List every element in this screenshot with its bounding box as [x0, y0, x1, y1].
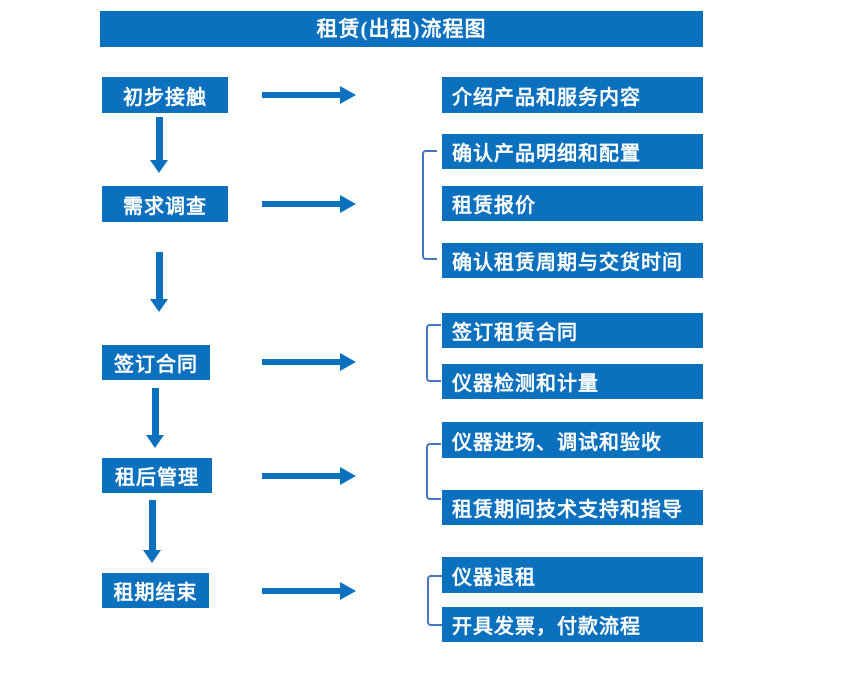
output-instrument-arrival: 仪器进场、调试和验收 [442, 422, 703, 458]
arrow-right-head-icon [340, 195, 356, 213]
arrow-right-icon [262, 201, 340, 207]
arrow-right-head-icon [340, 86, 356, 104]
stage-initial-contact: 初步接触 [102, 77, 228, 113]
output-introduce-products: 介绍产品和服务内容 [442, 77, 703, 113]
arrow-down-icon [156, 252, 163, 299]
arrow-down-icon [156, 117, 163, 160]
arrow-right-icon [262, 359, 340, 365]
output-technical-support: 租赁期间技术支持和指导 [442, 490, 703, 525]
arrow-right-head-icon [340, 582, 356, 600]
arrow-right-head-icon [340, 353, 356, 371]
bracket-connector-demand-survey [422, 150, 437, 260]
stage-post-rental-management: 租后管理 [102, 458, 212, 493]
stage-sign-contract: 签订合同 [102, 345, 210, 380]
arrow-down-head-icon [150, 299, 168, 312]
bracket-connector-post-rental [426, 443, 441, 500]
arrow-right-icon [262, 473, 340, 479]
bracket-connector-rental-end [427, 575, 442, 626]
flowchart-title: 租赁(出租)流程图 [100, 11, 703, 47]
arrow-down-head-icon [146, 435, 164, 448]
arrow-down-icon [149, 500, 156, 550]
output-confirm-rental-period: 确认租赁周期与交货时间 [442, 243, 703, 278]
output-instrument-return: 仪器退租 [442, 557, 703, 593]
arrow-down-head-icon [150, 160, 168, 173]
output-invoice-payment: 开具发票，付款流程 [442, 607, 703, 642]
output-sign-rental-contract: 签订租赁合同 [442, 313, 703, 348]
arrow-right-icon [262, 588, 340, 594]
arrow-down-head-icon [143, 550, 161, 563]
bracket-connector-sign-contract [426, 324, 441, 382]
output-rental-quotation: 租赁报价 [442, 186, 703, 221]
output-instrument-inspection: 仪器检测和计量 [442, 364, 703, 399]
arrow-down-icon [152, 388, 159, 435]
output-confirm-product-details: 确认产品明细和配置 [442, 134, 703, 169]
stage-rental-end: 租期结束 [102, 573, 209, 608]
stage-demand-survey: 需求调查 [102, 186, 228, 222]
arrow-right-icon [262, 92, 340, 98]
arrow-right-head-icon [340, 467, 356, 485]
